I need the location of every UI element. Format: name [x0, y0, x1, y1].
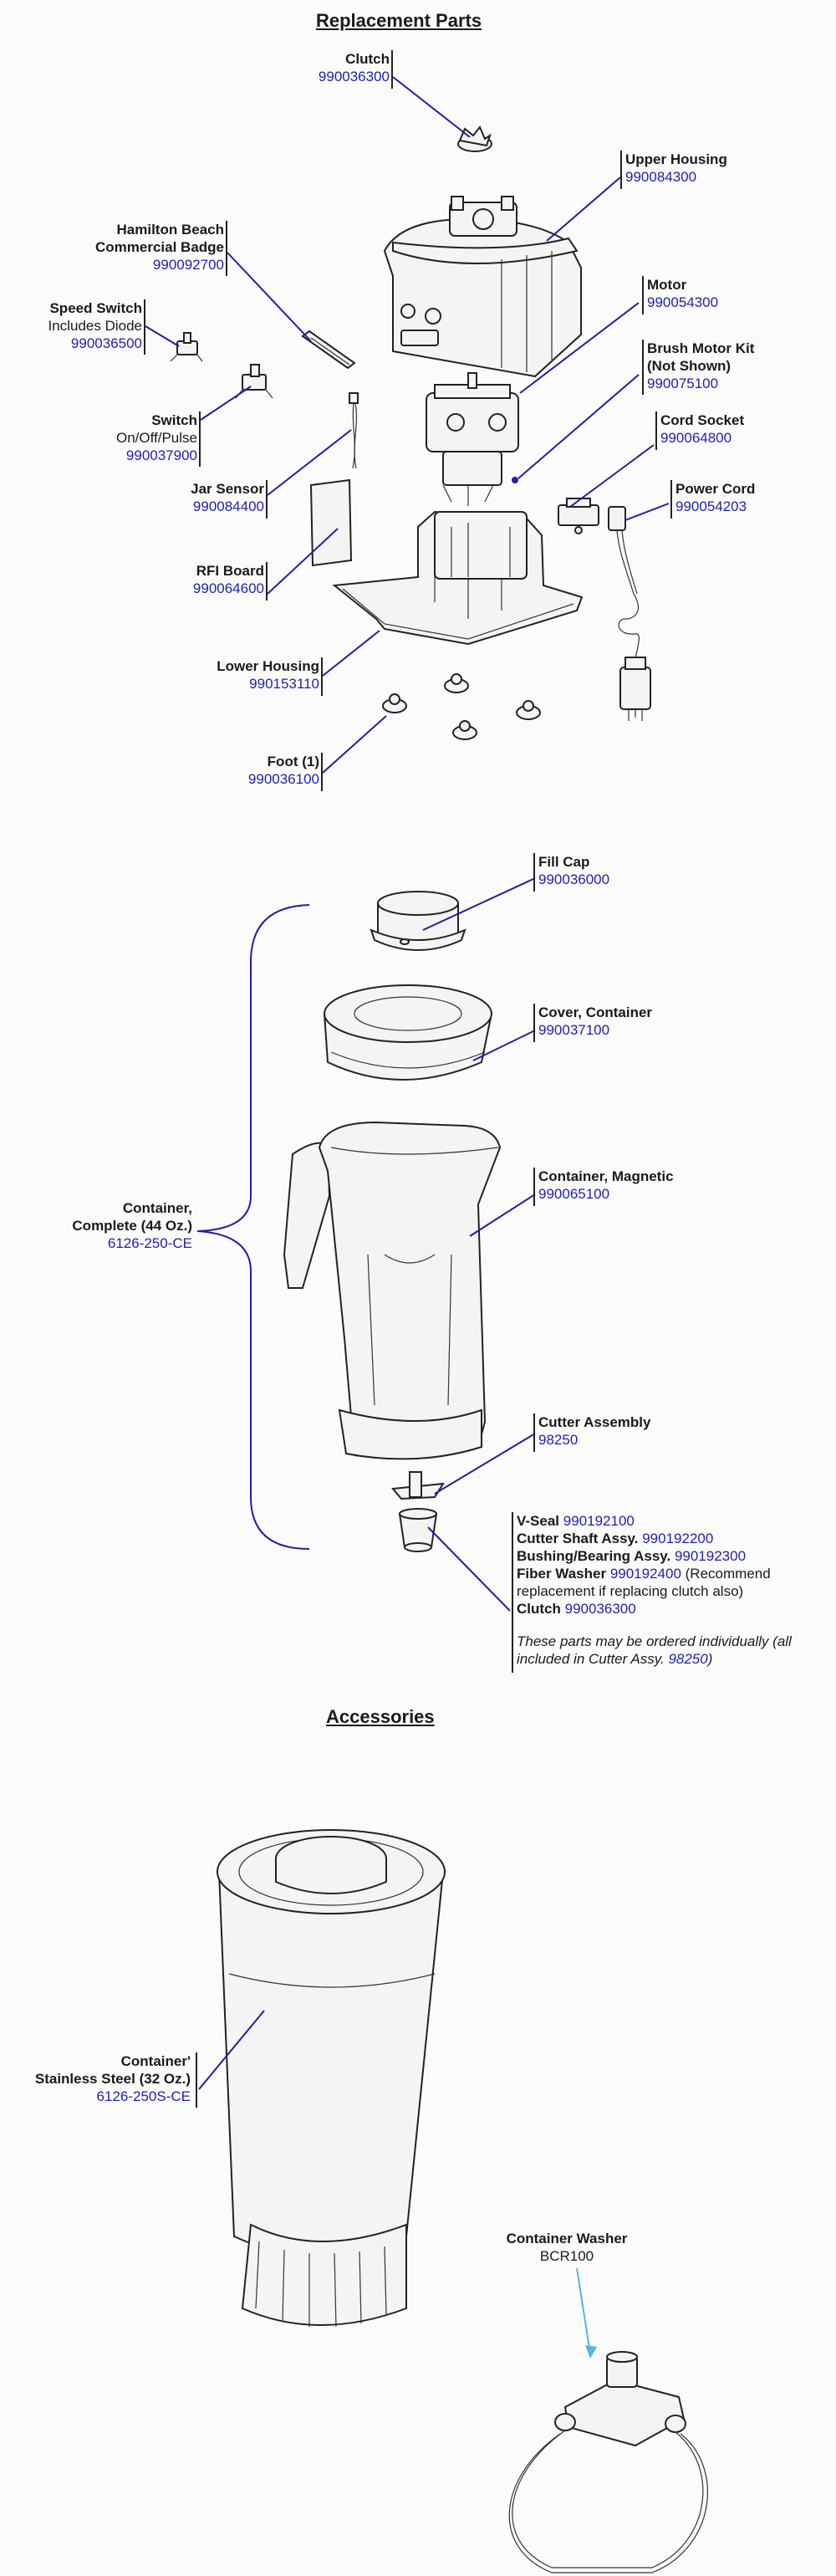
fill-cap-part [370, 891, 466, 951]
switch-part [235, 364, 273, 399]
power-cord-part [608, 506, 651, 721]
bar-jar-sensor [266, 480, 268, 519]
container-magnetic-part [283, 1121, 502, 1460]
lower-housing-part [332, 510, 584, 646]
label-cutter-parts: V-Seal 990192100 Cutter Shaft Assy. 9901… [517, 1513, 771, 1617]
container-cover-part [323, 984, 493, 1081]
bar-cord-socket [655, 411, 657, 450]
bar-stainless-container [196, 2052, 197, 2108]
bar-power-cord [670, 480, 672, 519]
bar-upper-housing [620, 151, 622, 189]
bar-switch [199, 411, 201, 467]
speed-switch-part [170, 332, 203, 362]
cutter-footnote: These parts may be ordered individually … [517, 1633, 792, 1667]
bar-cutter-assembly [533, 1413, 535, 1452]
bar-container-magnetic [533, 1168, 535, 1206]
accessories-title: Accessories [326, 1706, 435, 1727]
stainless-container-part [217, 1829, 446, 2328]
container-brace [196, 904, 310, 1550]
cord-socket-part [558, 498, 599, 534]
label-stainless-container: Container'Stainless Steel (32 Oz.)6126-2… [34, 2053, 191, 2104]
replacement-parts-title: Replacement Parts [316, 10, 482, 31]
container-washer-part [508, 2351, 708, 2573]
bar-lower-housing [321, 657, 323, 696]
label-brush-kit: Brush Motor Kit(Not Shown)990075100 [647, 340, 755, 391]
leader-lines [145, 76, 670, 2359]
jar-sensor-part [349, 392, 359, 469]
bar-cover [533, 1004, 535, 1042]
motor-part [426, 372, 519, 506]
label-foot: Foot (1)990036100 [247, 754, 319, 787]
upper-housing-part [383, 196, 582, 378]
feet-parts [382, 673, 541, 740]
bar-speed-switch [144, 299, 145, 355]
cutter-assembly-part [391, 1471, 445, 1552]
bar-badge [226, 221, 227, 276]
bar-clutch [391, 50, 393, 89]
bar-motor [642, 276, 644, 314]
bar-cutter-parts [512, 1512, 513, 1673]
bar-rfi-board [266, 562, 268, 601]
bar-foot [321, 753, 323, 791]
bar-brush-kit [642, 340, 644, 395]
badge-part [301, 330, 356, 370]
bar-fill-cap [533, 853, 535, 892]
clutch-part [457, 125, 492, 152]
rfi-board-part [309, 478, 353, 567]
label-container-complete: Container,Complete (44 Oz.)6126-250-CE [72, 1200, 192, 1251]
